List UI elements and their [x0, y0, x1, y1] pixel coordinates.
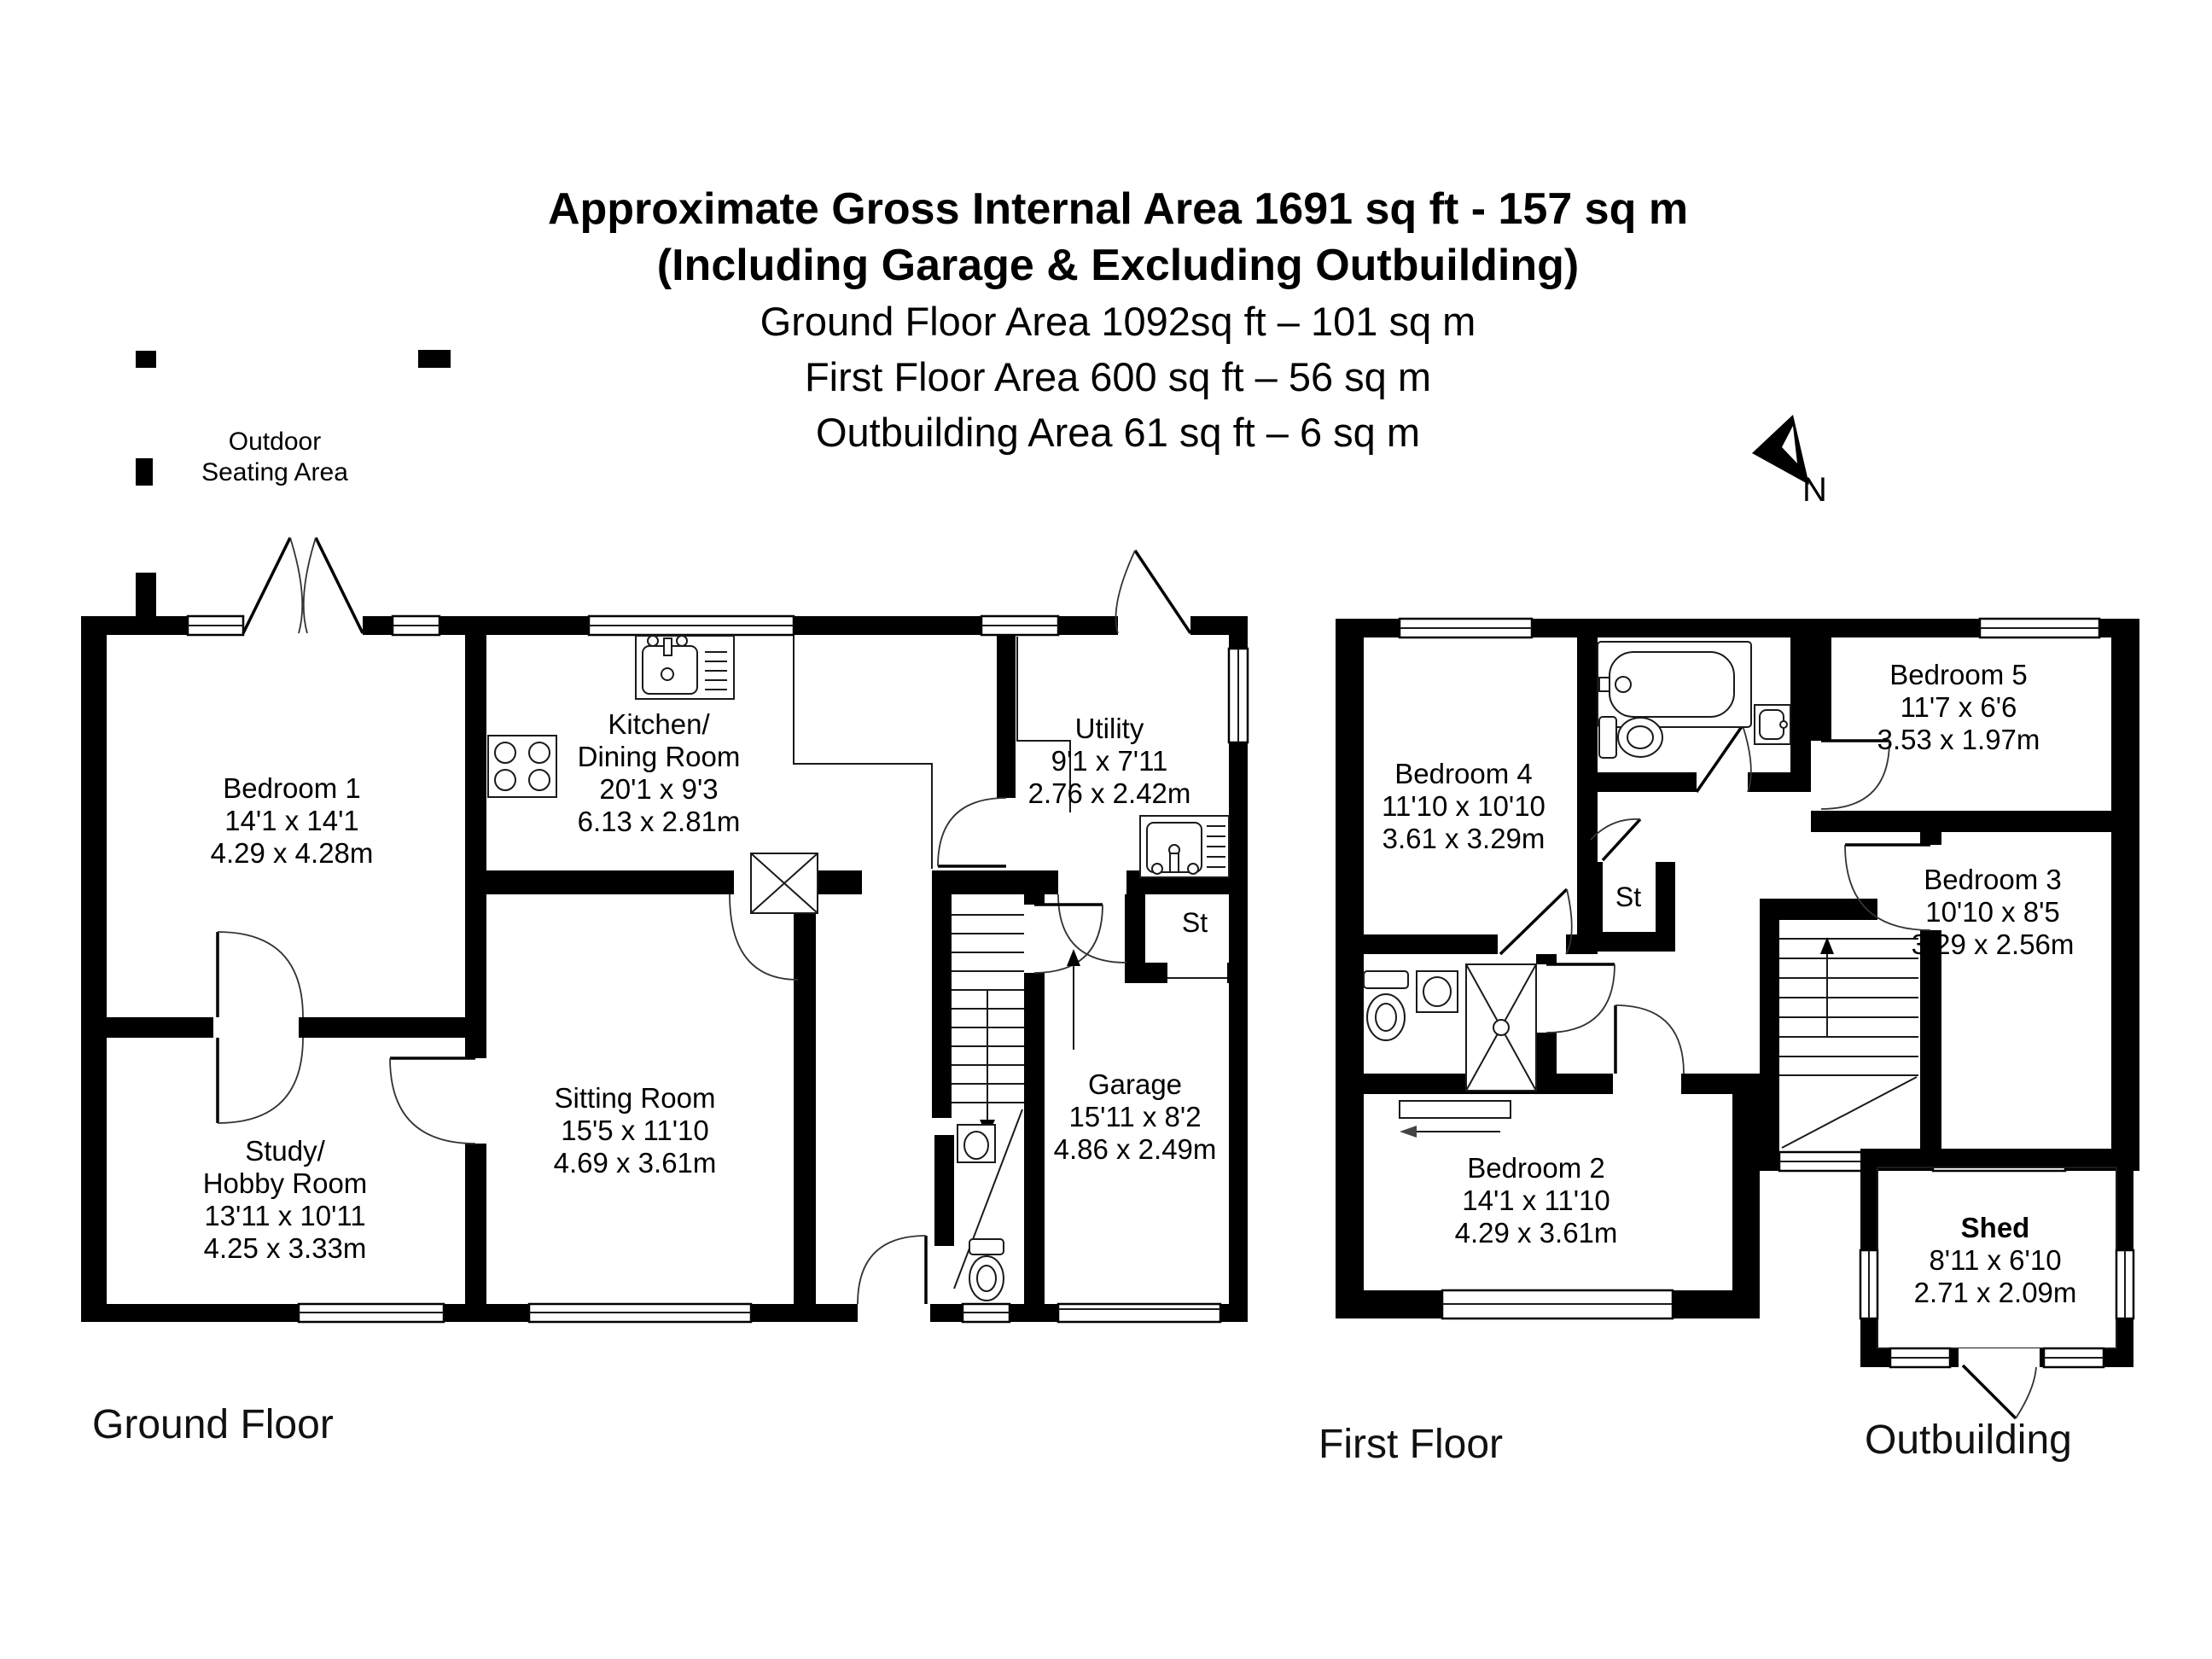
store-label-ground: St — [1181, 907, 1208, 938]
north-label: N — [1802, 471, 1827, 509]
ground-stairs — [952, 914, 1024, 1289]
room-name: Garage — [1087, 1068, 1183, 1100]
room-name: Bedroom 4 — [1394, 758, 1533, 789]
seating-posts — [136, 350, 451, 618]
outdoor-seating-label: Outdoor Seating Area — [201, 427, 348, 488]
title-line-1: Approximate Gross Internal Area 1691 sq … — [547, 184, 1689, 234]
room-dims-metric: 3.53 x 1.97m — [1877, 724, 2040, 755]
room-dims-imperial: 15'5 x 11'10 — [561, 1115, 709, 1146]
outdoor-seating-line-2: Seating Area — [201, 458, 348, 486]
room-dims-metric: 4.29 x 4.28m — [210, 837, 374, 869]
room-name: Utility — [1074, 713, 1144, 744]
shed-door — [1961, 1364, 2037, 1420]
airing-cupboard — [750, 853, 818, 914]
first-stairs — [1779, 937, 1918, 1149]
room-label-study: Study/ Hobby Room 13'11 x 10'11 4.25 x 3… — [203, 1135, 368, 1265]
room-dims-metric: 2.76 x 2.42m — [1027, 777, 1191, 809]
title-line-3: Ground Floor Area 1092sq ft – 101 sq m — [760, 299, 1476, 344]
room-name: Study/ — [245, 1135, 325, 1167]
room-dims-metric: 4.25 x 3.33m — [203, 1232, 367, 1264]
bathroom-sink — [1754, 704, 1791, 745]
ground-windows — [186, 614, 1249, 1324]
shower-sink — [1416, 970, 1458, 1013]
room-name: Bedroom 3 — [1924, 864, 2062, 895]
room-name: Sitting Room — [554, 1082, 716, 1114]
room-dims-metric: 4.69 x 3.61m — [553, 1147, 717, 1179]
room-label-bedroom5: Bedroom 5 11'7 x 6'6 3.53 x 1.97m — [1877, 659, 2040, 756]
room-dims-metric: 4.86 x 2.49m — [1053, 1133, 1217, 1165]
room-name: Bedroom 2 — [1467, 1152, 1605, 1184]
caption-ground-floor: Ground Floor — [92, 1402, 334, 1447]
room-dims-imperial: 13'11 x 10'11 — [204, 1200, 366, 1231]
room-dims-imperial: 15'11 x 8'2 — [1068, 1101, 1202, 1132]
shower-toilet — [1363, 970, 1409, 1041]
room-name: Bedroom 1 — [223, 772, 361, 804]
kitchen-counter — [793, 635, 933, 869]
room-dims-imperial: 14'1 x 14'1 — [224, 805, 359, 836]
shower-enclosure — [1465, 963, 1537, 1091]
wc-toilet — [969, 1238, 1004, 1301]
kitchen-sink — [635, 635, 735, 700]
bath — [1597, 641, 1752, 728]
room-dims-metric: 6.13 x 2.81m — [577, 806, 741, 837]
room-dims-imperial: 9'1 x 7'11 — [1051, 745, 1168, 777]
hob — [487, 735, 557, 798]
first-floor-plan — [1336, 617, 2139, 1320]
room-dims-imperial: 14'1 x 11'10 — [1462, 1185, 1610, 1216]
title-line-4: First Floor Area 600 sq ft – 56 sq m — [804, 354, 1432, 399]
outbuilding-plan — [1859, 1149, 2135, 1420]
caption-outbuilding: Outbuilding — [1865, 1417, 2072, 1463]
room-label-bedroom2: Bedroom 2 14'1 x 11'10 4.29 x 3.61m — [1455, 1152, 1618, 1249]
room-dims-imperial: 20'1 x 9'3 — [599, 773, 719, 805]
radiator — [1399, 1100, 1511, 1138]
room-name: Shed — [1960, 1212, 2030, 1243]
north-arrow-icon — [1752, 415, 1809, 485]
ground-doors — [216, 537, 1192, 1305]
outdoor-seating-line-1: Outdoor — [228, 428, 322, 456]
room-name: Kitchen/ — [608, 708, 710, 740]
room-dims-imperial: 11'10 x 10'10 — [1382, 790, 1545, 822]
title-line-2: (Including Garage & Excluding Outbuildin… — [656, 241, 1580, 290]
room-label-utility: Utility 9'1 x 7'11 2.76 x 2.42m — [1028, 713, 1191, 810]
utility-sink — [1139, 815, 1230, 878]
room-label-bedroom4: Bedroom 4 11'10 x 10'10 3.61 x 3.29m — [1382, 758, 1545, 855]
wc-sink — [957, 1124, 996, 1163]
room-dims-metric: 3.29 x 2.56m — [1911, 928, 2075, 960]
room-label-sitting: Sitting Room 15'5 x 11'10 4.69 x 3.61m — [554, 1082, 717, 1179]
caption-first-floor: First Floor — [1318, 1422, 1503, 1467]
ground-floor-plan — [81, 537, 1249, 1324]
title-block: Approximate Gross Internal Area 1691 sq … — [548, 181, 1688, 460]
title-line-5: Outbuilding Area 61 sq ft – 6 sq m — [815, 410, 1421, 455]
room-name-2: Hobby Room — [202, 1167, 368, 1199]
room-dims-imperial: 8'11 x 6'10 — [1929, 1244, 2062, 1276]
room-dims-metric: 2.71 x 2.09m — [1913, 1277, 2077, 1308]
room-label-shed: Shed 8'11 x 6'10 2.71 x 2.09m — [1914, 1212, 2077, 1309]
first-door-openings — [1498, 772, 1941, 1094]
store-label-first: St — [1615, 882, 1642, 912]
room-label-bedroom3: Bedroom 3 10'10 x 8'5 3.29 x 2.56m — [1912, 864, 2075, 961]
room-dims-imperial: 11'7 x 6'6 — [1900, 691, 2017, 723]
shed-windows — [1859, 1249, 2135, 1369]
room-dims-metric: 3.61 x 3.29m — [1382, 823, 1545, 854]
room-label-garage: Garage 15'11 x 8'2 4.86 x 2.49m — [1054, 1068, 1217, 1166]
room-label-kitchen: Kitchen/ Dining Room 20'1 x 9'3 6.13 x 2… — [578, 708, 741, 838]
garage-step-arrow — [1067, 949, 1080, 1050]
utility-counter — [1016, 637, 1071, 812]
room-dims-metric: 4.29 x 3.61m — [1454, 1217, 1618, 1249]
first-doors — [1499, 725, 1931, 1074]
room-name-2: Dining Room — [577, 741, 741, 772]
room-label-bedroom1: Bedroom 1 14'1 x 14'1 4.29 x 4.28m — [211, 772, 374, 870]
room-dims-imperial: 10'10 x 8'5 — [1925, 896, 2060, 928]
bathroom-toilet — [1598, 716, 1663, 759]
room-name: Bedroom 5 — [1889, 659, 2028, 690]
